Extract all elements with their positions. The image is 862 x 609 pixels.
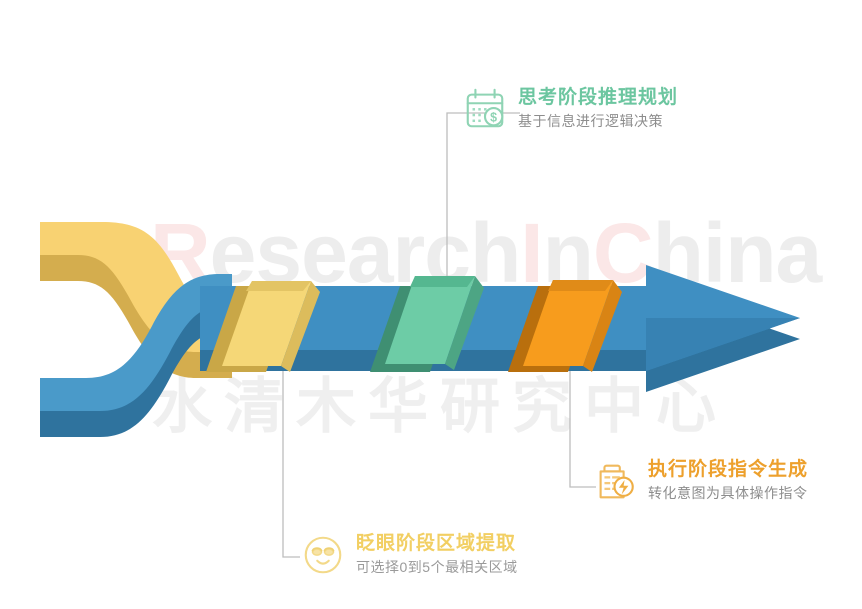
callout-blink-title: 眨眼阶段区域提取: [356, 533, 517, 554]
main-arrow: [200, 265, 800, 392]
callout-exec-stage[interactable]: 执行阶段指令生成 转化意图为具体操作指令: [592, 458, 808, 504]
clipboard-lightning-icon: [599, 464, 634, 499]
callout-blink-stage[interactable]: 眨眼阶段区域提取 可选择0到5个最相关区域: [300, 532, 518, 578]
callout-think-text: 思考阶段推理规划 基于信息进行逻辑决策: [518, 87, 678, 131]
callout-exec-subtitle: 转化意图为具体操作指令: [648, 485, 808, 501]
connector-blink: [282, 358, 300, 558]
svg-text:$: $: [490, 110, 497, 124]
blink-band-top-bevel: [246, 281, 311, 291]
lower-input-ribbon: [40, 274, 232, 437]
callout-think-stage[interactable]: $ 思考阶段推理规划 基于信息进行逻辑决策: [462, 86, 678, 132]
callout-think-title: 思考阶段推理规划: [518, 87, 679, 108]
think-band-right-bevel: [445, 276, 484, 370]
exec-band-right-bevel: [583, 280, 622, 372]
think-band-top-bevel: [410, 276, 475, 287]
blink-band-face: [222, 281, 311, 366]
connector-exec: [569, 370, 596, 488]
callout-blink-text: 眨眼阶段区域提取 可选择0到5个最相关区域: [356, 533, 518, 577]
callout-blink-subtitle: 可选择0到5个最相关区域: [356, 559, 518, 575]
exec-stage-band: [508, 280, 622, 372]
callout-think-subtitle: 基于信息进行逻辑决策: [518, 113, 663, 129]
blink-stage-band: [206, 281, 320, 372]
main-arrow-head-facet: [646, 318, 800, 371]
blink-band-right-bevel: [281, 281, 320, 372]
exec-band-top-bevel: [548, 280, 613, 291]
lower-input-ribbon-shadow: [40, 300, 232, 437]
smiley-face-icon: [304, 536, 342, 574]
think-stage-band: [370, 276, 484, 372]
connector-think: [446, 112, 520, 290]
calendar-dollar-icon: $: [466, 88, 504, 128]
callout-exec-title: 执行阶段指令生成: [648, 459, 809, 480]
lower-input-ribbon-top: [40, 274, 232, 411]
callout-exec-text: 执行阶段指令生成 转化意图为具体操作指令: [648, 459, 808, 503]
